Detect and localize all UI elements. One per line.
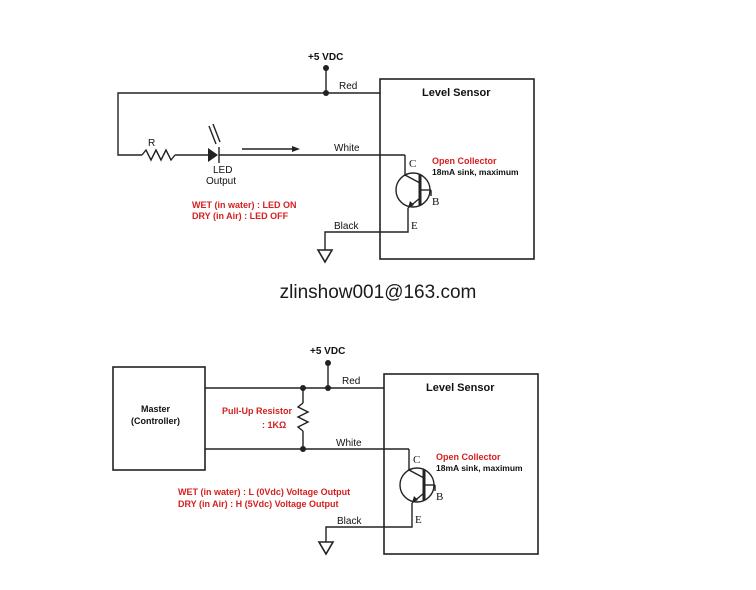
top-resistor-label: R <box>148 138 155 149</box>
top-oc-spec: 18mA sink, maximum <box>432 167 519 177</box>
bottom-ground-icon <box>317 541 335 556</box>
bottom-pin-c: C <box>413 454 420 466</box>
master-label-line2: (Controller) <box>131 416 180 426</box>
top-sensor-title: Level Sensor <box>422 87 491 99</box>
top-white-label: White <box>334 143 360 154</box>
led-light-rays-icon <box>208 125 217 145</box>
bottom-supply-label: +5 VDC <box>310 346 345 357</box>
master-controller-box <box>112 366 206 471</box>
top-oc-title: Open Collector <box>432 156 497 166</box>
bottom-black-label: Black <box>337 516 362 527</box>
top-transistor-icon <box>380 154 432 233</box>
master-label-line1: Master <box>141 404 171 414</box>
top-pin-e: E <box>411 220 418 232</box>
bottom-oc-spec: 18mA sink, maximum <box>436 463 523 473</box>
led-label-line1: LED <box>213 165 232 176</box>
top-dry-note: DRY (in Air) : LED OFF <box>192 211 289 221</box>
bottom-sensor-title: Level Sensor <box>426 382 495 394</box>
pullup-value: : 1KΩ <box>262 420 286 430</box>
top-red-label: Red <box>339 81 357 92</box>
bottom-pin-e: E <box>415 514 422 526</box>
top-red-wire <box>117 92 380 156</box>
top-wet-note: WET (in water) : LED ON <box>192 200 297 210</box>
bottom-white-label: White <box>336 438 362 449</box>
bottom-black-wire <box>325 526 384 542</box>
bottom-oc-title: Open Collector <box>436 452 501 462</box>
top-supply-label: +5 VDC <box>308 52 343 63</box>
bottom-transistor-icon <box>384 448 436 528</box>
top-black-wire <box>324 231 380 250</box>
top-black-label: Black <box>334 221 359 232</box>
bottom-pin-b: B <box>436 491 443 503</box>
pullup-title: Pull-Up Resistor <box>222 406 293 416</box>
top-resistor <box>141 148 176 162</box>
top-circuit: +5 VDC Red R LED Output White Black WET … <box>117 52 535 264</box>
top-pin-b: B <box>432 196 439 208</box>
led-icon <box>208 148 218 162</box>
top-pin-c: C <box>409 158 416 170</box>
bottom-dry-note: DRY (in Air) : H (5Vdc) Voltage Output <box>178 499 339 509</box>
top-ground-icon <box>316 249 334 264</box>
pull-up-resistor <box>296 402 310 432</box>
bottom-red-label: Red <box>342 376 360 387</box>
watermark-email: zlinshow001@163.com <box>279 282 477 303</box>
top-supply-node <box>323 65 329 71</box>
bottom-circuit: +5 VDC Master (Controller) Red White Pul… <box>112 346 539 556</box>
led-label-line2: Output <box>206 176 236 187</box>
bottom-wet-note: WET (in water) : L (0Vdc) Voltage Output <box>178 487 350 497</box>
